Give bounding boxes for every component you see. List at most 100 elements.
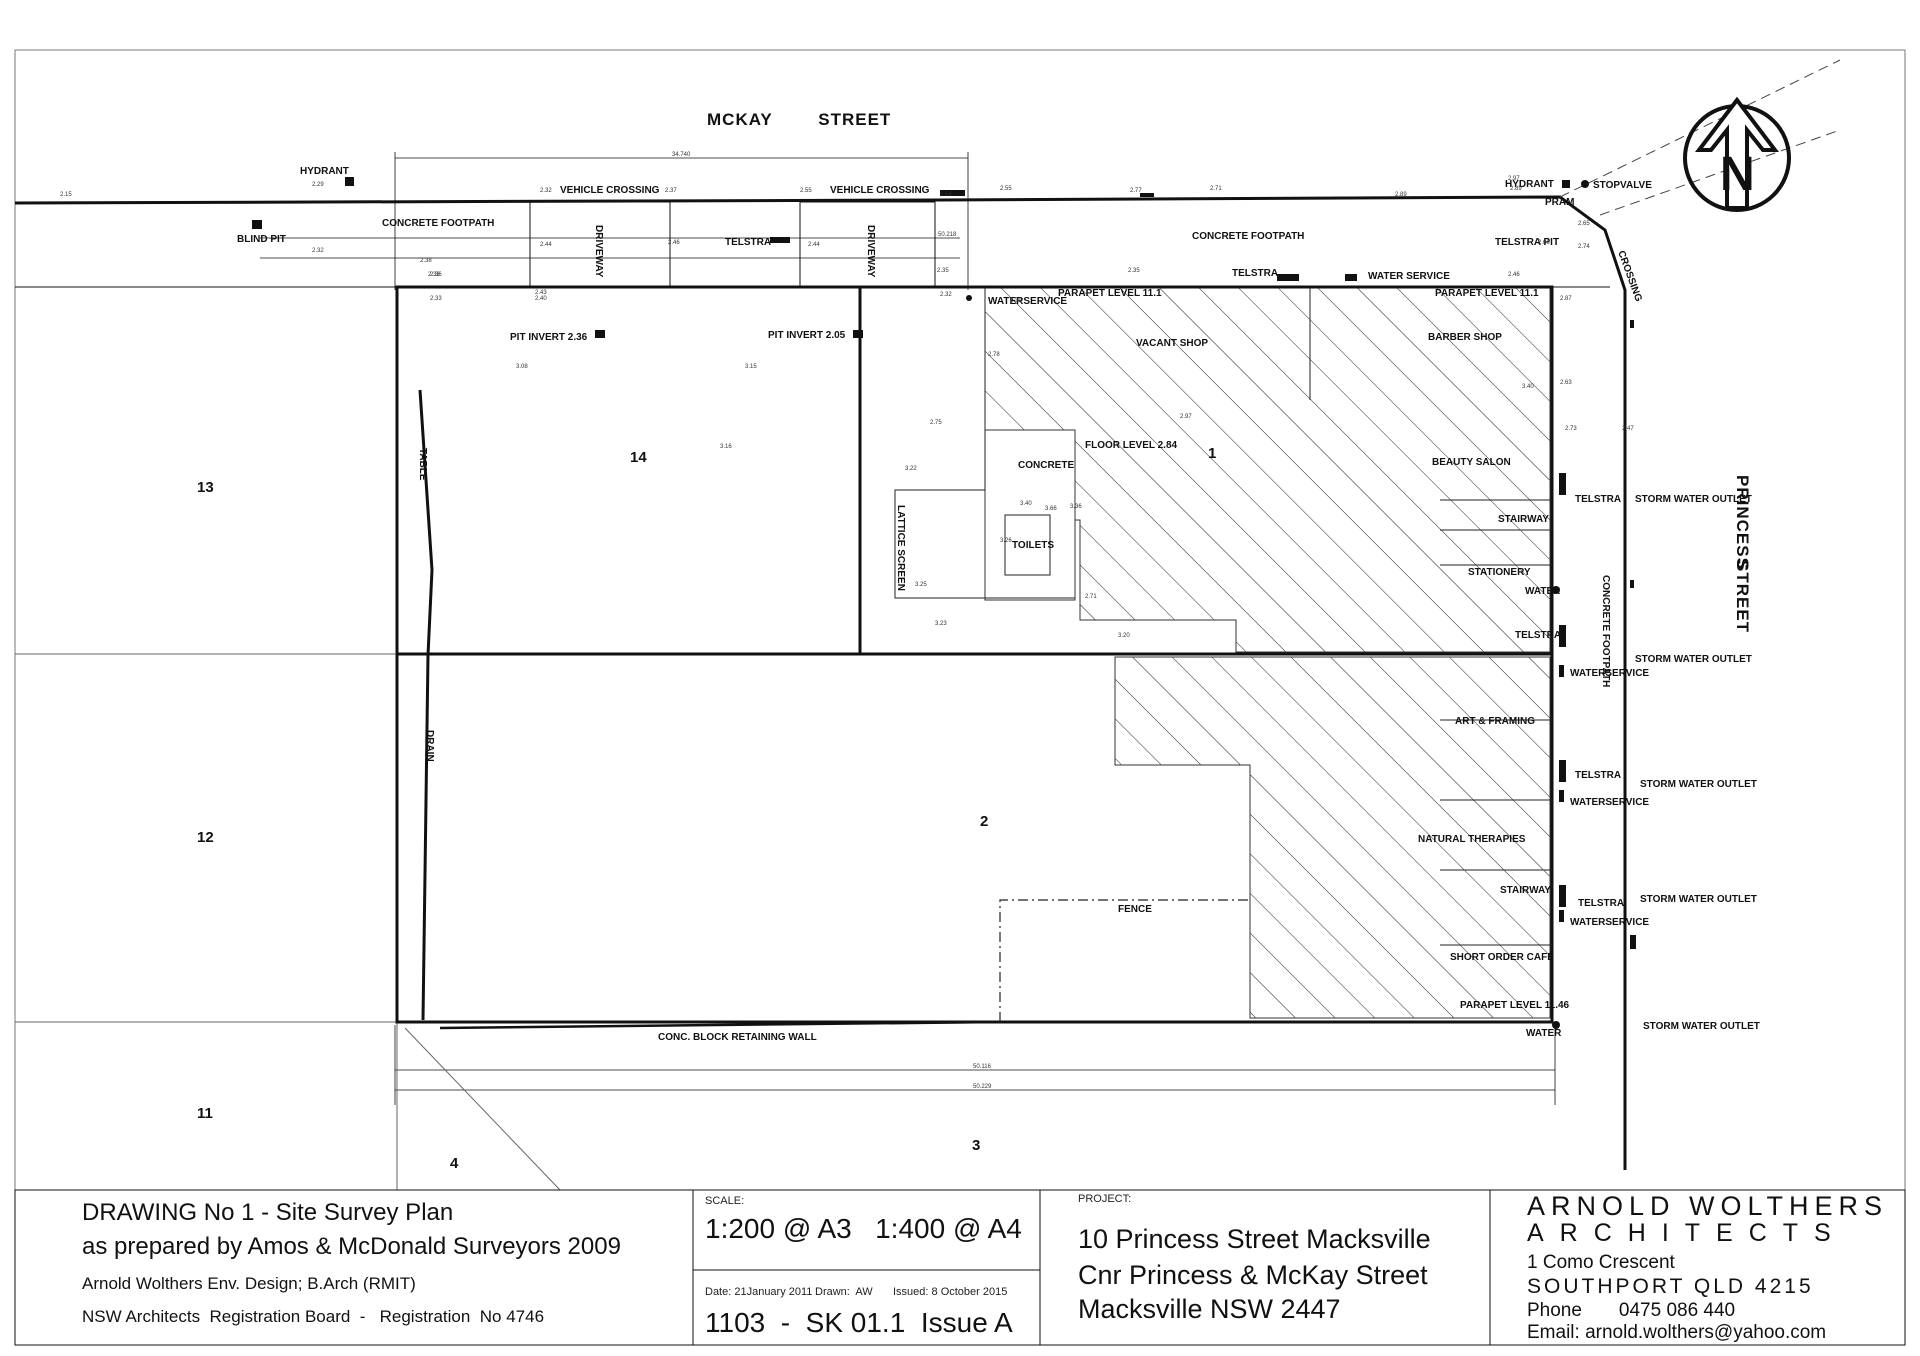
spot-level: 2.89	[1510, 186, 1522, 192]
spot-level: 2.74	[1578, 244, 1590, 250]
drawing-reference: 1103 - SK 01.1 Issue A	[705, 1307, 1013, 1338]
princess-street-label-2: STREET	[1733, 560, 1752, 633]
fence-line	[999, 899, 1250, 1022]
spot-level: 2.44	[808, 242, 820, 248]
lot-11: 11	[197, 1105, 213, 1122]
project-line-1: 10 Princess Street Macksville	[1078, 1224, 1431, 1254]
concrete-label: CONCRETE	[1018, 460, 1074, 471]
parapet-2-label: PARAPET LEVEL 11.1	[1435, 288, 1539, 299]
hydrant-right-label: HYDRANT	[1505, 179, 1554, 190]
telstra-top-label: TELSTRA	[1232, 268, 1278, 279]
spot-level: 2.35	[1128, 268, 1140, 274]
vehicle-crossing-2-label: VEHICLE CROSSING	[830, 185, 930, 196]
vehicle-crossing-1-label: VEHICLE CROSSING	[560, 185, 660, 196]
spot-level: 2.43	[535, 290, 547, 296]
lot-13: 13	[197, 479, 214, 496]
spot-level: 3.08	[516, 364, 528, 370]
spot-level: 2.33	[430, 296, 442, 302]
stairway-2-label: STAIRWAY	[1500, 885, 1551, 896]
drain-label: DRAIN	[424, 730, 435, 762]
issued-value: Issued: 8 October 2015	[893, 1286, 1007, 1298]
spot-level: 2.55	[1000, 186, 1012, 192]
lot-2: 2	[980, 813, 988, 830]
pit-invert-1-label: PIT INVERT 2.36	[510, 332, 588, 343]
telstra-r3-label: TELSTRA	[1575, 770, 1621, 781]
hydrant-left-label: HYDRANT	[300, 166, 349, 177]
driveway-2-label: DRIVEWAY	[865, 225, 876, 278]
spot-level: 3.16	[720, 444, 732, 450]
spot-level: 2.71	[1085, 594, 1097, 600]
lot-1: 1	[1208, 445, 1216, 462]
stationery-label: STATIONERY	[1468, 567, 1531, 578]
lot-14: 14	[630, 449, 647, 466]
service-lines	[1559, 59, 1841, 216]
spot-level: 2.78	[988, 352, 1000, 358]
storm-3-label: STORM WATER OUTLET	[1640, 779, 1757, 790]
spot-level: 2.37	[665, 188, 677, 194]
scale-value: 1:200 @ A3 1:400 @ A4	[705, 1213, 1022, 1244]
storm-1-label: STORM WATER OUTLET	[1635, 494, 1752, 505]
spot-level: 2.63	[1560, 380, 1572, 386]
dimension-footpath: 50.218	[938, 232, 957, 238]
spot-level: 2.87	[1560, 296, 1572, 302]
dimension-bottom-2: 50.229	[973, 1084, 992, 1090]
spot-level: 2.97	[1180, 414, 1192, 420]
concrete-footpath-right-label: CONCRETE FOOTPATH	[1192, 231, 1304, 242]
drawn-value: Drawn: AW	[815, 1286, 873, 1298]
princess-street-label-1: PRINCESS	[1733, 475, 1752, 570]
retaining-wall-label: CONC. BLOCK RETAINING WALL	[658, 1032, 817, 1043]
date-value: Date: 21January 2011	[705, 1286, 812, 1298]
pit-invert-2-label: PIT INVERT 2.05	[768, 330, 846, 341]
pram-label: PRAM	[1545, 197, 1574, 208]
spot-level: 2.97	[1508, 176, 1520, 182]
water-service-top-label: WATER SERVICE	[1368, 271, 1450, 282]
spot-level: 2.40	[535, 296, 547, 302]
dimension-bottom-1: 50.116	[973, 1064, 992, 1070]
stairway-1-label: STAIRWAY	[1498, 514, 1549, 525]
project-line-3: Macksville NSW 2447	[1078, 1294, 1341, 1324]
spot-level: 2.44	[540, 242, 552, 248]
blind-pit-label: BLIND PIT	[237, 234, 286, 245]
telstra-r4-label: TELSTRA	[1578, 898, 1624, 909]
firm-name: ARNOLD WOLTHERS	[1527, 1191, 1888, 1221]
spot-level: 2.55	[800, 188, 812, 194]
project-label: PROJECT:	[1078, 1193, 1131, 1205]
concrete-footpath-vert-label: CONCRETE FOOTPATH	[1600, 575, 1611, 687]
lot-boundaries	[395, 285, 1554, 1030]
title-block: DRAWING No 1 - Site Survey Plan as prepa…	[14, 1189, 1906, 1346]
storm-5-label: STORM WATER OUTLET	[1643, 1021, 1760, 1032]
water-r1-label: WATER	[1525, 586, 1561, 597]
service-markers	[252, 177, 1636, 1029]
stopvalve-label: STOPVALVE	[1593, 180, 1652, 191]
parapet-1-label: PARAPET LEVEL 11.1	[1058, 288, 1162, 299]
spot-level: 2.35	[937, 268, 949, 274]
lot-3: 3	[972, 1137, 980, 1154]
registration: NSW Architects Registration Board - Regi…	[82, 1307, 544, 1326]
spot-level: 3.25	[915, 582, 927, 588]
spot-level: 2.65	[1578, 221, 1590, 227]
scale-label: SCALE:	[705, 1195, 744, 1207]
fence-label: FENCE	[1118, 904, 1152, 915]
parapet-3-label: PARAPET LEVEL 11.46	[1460, 1000, 1570, 1011]
spot-level: 3.66	[1045, 506, 1057, 512]
spot-level: 3.15	[745, 364, 757, 370]
address-1: 1 Como Crescent	[1527, 1252, 1676, 1273]
spot-level: 2.89	[1395, 192, 1407, 198]
mckay-street-edges	[14, 152, 1627, 1170]
feature-labels: HYDRANT BLIND PIT CONCRETE FOOTPATH VEHI…	[237, 166, 1760, 1043]
vacant-shop-label: VACANT SHOP	[1136, 338, 1208, 349]
spot-level: 3.36	[1070, 504, 1082, 510]
spot-level: 2.38	[420, 258, 432, 264]
spot-level: 3.22	[905, 466, 917, 472]
storm-2-label: STORM WATER OUTLET	[1635, 654, 1752, 665]
telstra-r1-label: TELSTRA	[1575, 494, 1621, 505]
spot-level: 2.73	[1565, 426, 1577, 432]
concrete-footpath-left-label: CONCRETE FOOTPATH	[382, 218, 494, 229]
firm-type: ARCHITECTS	[1527, 1219, 1847, 1247]
waterservice-r1-label: WATERSERVICE	[1570, 668, 1649, 679]
spot-level: 2.75	[930, 420, 942, 426]
dimension-values: 34.740 50.218 50.116 50.229	[672, 152, 992, 1090]
spot-level: 2.46	[668, 240, 680, 246]
spot-level: 2.36	[430, 272, 442, 278]
